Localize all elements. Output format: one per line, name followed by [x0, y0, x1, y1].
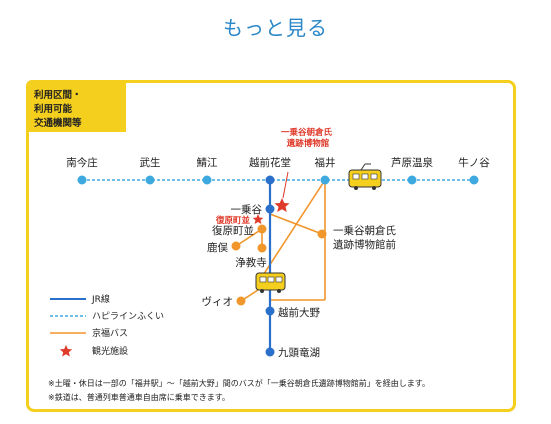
- attraction-museum-label-line: 遺跡博物館: [286, 138, 330, 149]
- station-fukui-dot[interactable]: [320, 175, 330, 185]
- station-sabae-label: 鯖江: [197, 156, 218, 169]
- attraction-museum-label: 一乗谷朝倉氏 遺跡博物館: [281, 127, 335, 149]
- stop-museum-label-line: 一乗谷朝倉氏: [333, 224, 396, 237]
- legend-jr-label: JR線: [91, 293, 110, 305]
- stop-fukuhara-label: 復原町並: [212, 224, 254, 237]
- station-minamiimajo-label: 南今庄: [66, 156, 98, 169]
- area-tag: 利用区間・ 利用可能 交通機関等: [26, 80, 126, 132]
- legend-star-icon: [59, 345, 73, 357]
- station-takefu-dot[interactable]: [145, 175, 155, 185]
- note-bus-weekend: ※土曜・休日は一部の「福井駅」〜「越前大野」間のバスが「一乗谷朝倉氏遺跡博物館前…: [48, 378, 430, 388]
- legend-hapiline-label: ハピラインふくい: [92, 311, 164, 322]
- station-ushinoya-dot[interactable]: [469, 175, 479, 185]
- station-ushinoya-label: 牛ノ谷: [458, 156, 490, 169]
- station-takefu-label: 武生: [140, 156, 161, 169]
- area-tag-line: 交通機関等: [34, 118, 82, 129]
- station-fukui-label: 福井: [315, 156, 336, 169]
- stop-museum-label-line: 遺跡博物館前: [333, 238, 396, 251]
- stop-kanomata-dot[interactable]: [231, 241, 241, 251]
- museum-pointer: [282, 171, 289, 199]
- attraction-museum-label-line: 一乗谷朝倉氏: [281, 127, 333, 138]
- legend: JR線 ハピラインふくい 京福バス 観光施設: [50, 293, 164, 357]
- station-sabae-dot[interactable]: [202, 175, 212, 185]
- legend-sightseeing-label: 観光施設: [92, 345, 128, 357]
- stop-fukuhara-dot[interactable]: [257, 224, 267, 234]
- bus-route-kanomata: [235, 228, 263, 247]
- stop-jokyoji-label: 浄教寺: [235, 256, 267, 269]
- stop-museum-label: 一乗谷朝倉氏 遺跡博物館前: [333, 224, 399, 251]
- station-echizen-hanando-label: 越前花堂: [249, 156, 291, 169]
- area-tag-line: 利用区間・: [34, 90, 82, 101]
- train-icon: [348, 163, 382, 190]
- stop-kanomata-label: 鹿俣: [207, 241, 228, 254]
- station-ichijodani-label: 一乗谷: [231, 204, 263, 216]
- more-link[interactable]: もっと見る: [223, 16, 328, 40]
- attraction-fukuhara-label: 復原町並: [215, 215, 251, 226]
- station-echizen-hanando-dot[interactable]: [265, 175, 275, 185]
- stop-jokyoji-dot[interactable]: [257, 243, 267, 253]
- stop-museum-dot[interactable]: [317, 229, 327, 239]
- station-minamiimajo-dot[interactable]: [77, 175, 87, 185]
- fukuhara-star-icon: [252, 214, 264, 224]
- station-ashiwara-onsen-label: 芦原温泉: [391, 156, 433, 169]
- stop-vio-label: ヴィオ: [202, 295, 234, 308]
- station-kuzuryuko-label: 九頭竜湖: [278, 346, 320, 359]
- stop-vio-dot[interactable]: [236, 296, 246, 306]
- station-echizen-ono-dot[interactable]: [265, 306, 275, 316]
- legend-keifuku-label: 京福バス: [92, 327, 128, 339]
- station-kuzuryuko-dot[interactable]: [265, 347, 275, 357]
- station-ichijodani-dot[interactable]: [265, 204, 275, 214]
- station-echizen-ono-label: 越前大野: [278, 306, 320, 319]
- bus-route-museum: [269, 213, 323, 235]
- note-rail-seat: ※鉄道は、普通列車普通車自由席に乗車できます。: [48, 392, 230, 402]
- railcar-icon: [255, 272, 286, 293]
- museum-star-icon: [274, 198, 290, 212]
- area-tag-line: 利用可能: [34, 104, 73, 115]
- station-ashiwara-onsen-dot[interactable]: [407, 175, 417, 185]
